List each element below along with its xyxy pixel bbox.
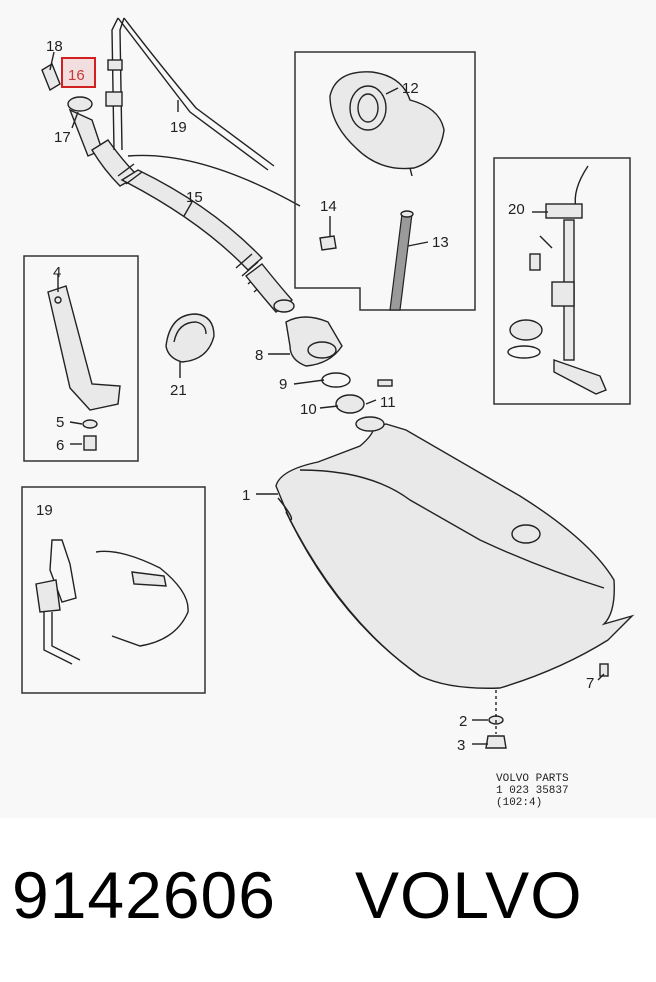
inset-frame-20 <box>493 157 631 405</box>
callout-9: 9 <box>279 376 287 393</box>
pipe-connector <box>105 91 123 107</box>
fuel-tank-part-1 <box>275 416 635 749</box>
inset-frame-19 <box>21 486 206 694</box>
diagram-drawing: 18 16 17 19 15 12 13 14 20 4 5 6 21 8 9 … <box>21 17 635 809</box>
tank-screw-part-7 <box>599 663 609 677</box>
inset-filler-bowl <box>294 51 476 311</box>
leader-lines <box>49 51 605 745</box>
drain-hose-part-13 <box>389 213 413 311</box>
callout-12: 12 <box>402 80 419 97</box>
callout-17: 17 <box>54 129 71 146</box>
breather-pipe-part-19 <box>105 17 301 207</box>
sender-float-housing <box>551 281 575 307</box>
clip-part-14 <box>319 235 337 251</box>
neck-seal-parts <box>285 316 393 414</box>
parts-diagram: 18 16 17 19 15 12 13 14 20 4 5 6 21 8 9 … <box>21 17 635 809</box>
screw-part-11 <box>377 379 393 387</box>
callout-11: 11 <box>380 394 396 411</box>
clamp-part-10 <box>335 394 365 414</box>
sender-cap <box>509 319 543 341</box>
o-ring-part-9 <box>321 372 351 388</box>
parts-note-line3: (102:4) <box>496 797 542 809</box>
caption-area <box>0 818 656 982</box>
tank-sender-port <box>511 524 541 544</box>
inset-sender-unit <box>493 157 631 405</box>
tank-inlet <box>355 416 385 432</box>
filler-neck-assembly <box>41 62 295 313</box>
clip-part-18 <box>41 62 61 92</box>
sender-screw <box>529 253 541 271</box>
filler-bowl-opening <box>349 85 387 131</box>
callout-1: 1 <box>242 487 250 504</box>
tank-body <box>275 423 635 689</box>
parts-note-line1: VOLVO PARTS <box>496 773 569 785</box>
drain-plug-part-3 <box>485 735 507 749</box>
inset-bracket <box>23 255 139 462</box>
inset-frame <box>294 51 476 311</box>
callout-8: 8 <box>255 347 263 364</box>
callout-14: 14 <box>320 198 337 215</box>
part-number: 9142606 <box>12 858 276 932</box>
callout-3: 3 <box>457 737 465 754</box>
callout-10: 10 <box>300 401 317 418</box>
rubber-boot-part-8 <box>285 316 343 367</box>
highlight-box-16 <box>61 57 96 88</box>
parts-reference-note: VOLVO PARTS 1 023 35837 (102:4) <box>496 773 569 809</box>
callout-2: 2 <box>459 713 467 730</box>
bolt-part-6 <box>83 435 97 451</box>
callout-13: 13 <box>432 234 449 251</box>
callout-19: 19 <box>170 119 187 136</box>
callout-18: 18 <box>46 38 63 55</box>
callout-16: 16 <box>68 67 85 84</box>
cap-part-17 <box>67 96 93 112</box>
bracket-part-4 <box>47 285 121 411</box>
filler-bowl-inner <box>357 93 379 123</box>
sender-flange <box>545 203 583 219</box>
inset-frame-bracket <box>23 255 139 462</box>
breather-clip <box>131 571 167 587</box>
callout-labels: 18 16 17 19 15 12 13 14 20 4 5 6 21 8 9 … <box>36 38 594 754</box>
inset-breather-detail <box>21 486 206 694</box>
callout-15: 15 <box>186 189 203 206</box>
hose-end <box>273 299 295 313</box>
callout-19-inset: 19 <box>36 502 53 519</box>
parts-note-line2: 1 023 35837 <box>496 785 569 797</box>
callout-7: 7 <box>586 675 594 692</box>
callout-4: 4 <box>53 264 61 281</box>
brand-name: VOLVO <box>355 858 583 932</box>
filler-hose-part-15 <box>120 169 264 271</box>
washer-part-5 <box>82 419 98 429</box>
breather-valve <box>35 579 61 613</box>
sender-float <box>553 359 607 395</box>
callout-21: 21 <box>170 382 187 399</box>
callout-6: 6 <box>56 437 64 454</box>
callout-5: 5 <box>56 414 64 431</box>
drain-hose-end <box>400 210 414 218</box>
callout-20: 20 <box>508 201 525 218</box>
filler-bowl-part-12 <box>329 71 445 170</box>
strap-part-21 <box>165 313 215 363</box>
pipe-connector <box>107 59 123 71</box>
sender-seal <box>507 345 541 359</box>
